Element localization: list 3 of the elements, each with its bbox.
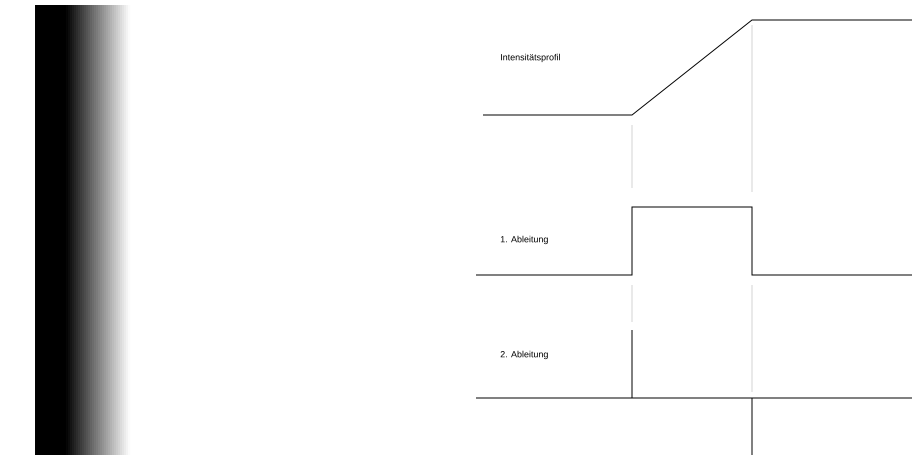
plot-label: Intensitätsprofil <box>501 54 560 62</box>
plot-label: 1. Ableitung <box>500 236 548 244</box>
plot-label: 2. Ableitung <box>500 350 548 360</box>
